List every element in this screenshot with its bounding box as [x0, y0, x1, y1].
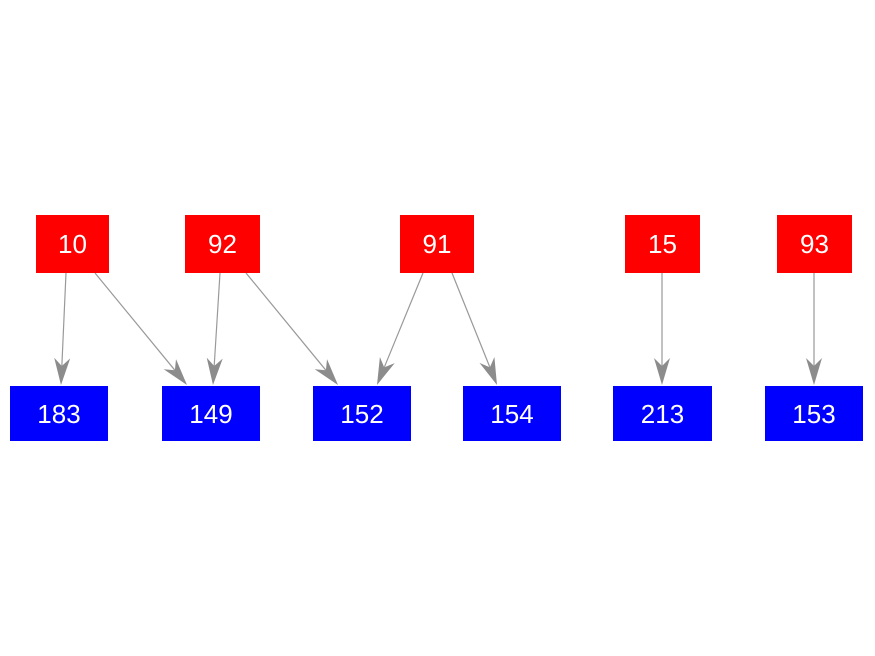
graph-node-213: 213 — [613, 386, 712, 441]
node-label: 10 — [58, 229, 87, 259]
node-label: 93 — [800, 229, 829, 259]
graph-node-153: 153 — [765, 386, 863, 441]
node-label: 92 — [208, 229, 237, 259]
arrowhead-icon — [806, 358, 822, 385]
arrowhead-icon — [479, 357, 497, 385]
graph-node-93: 93 — [777, 215, 852, 273]
node-label: 183 — [37, 398, 81, 429]
edge-line-92-149 — [213, 272, 221, 367]
arrowhead-icon — [163, 359, 187, 385]
edge-line-10-149 — [94, 272, 176, 371]
arrowhead-icon — [654, 358, 670, 385]
graph-node-149: 149 — [162, 386, 260, 441]
edge-line-10-183 — [61, 272, 67, 367]
node-label: 152 — [340, 398, 384, 429]
graph-node-152: 152 — [313, 386, 411, 441]
graph-node-92: 92 — [185, 215, 260, 273]
graph-node-91: 91 — [400, 215, 474, 273]
edge-line-92-152 — [245, 272, 327, 371]
graph-node-10: 10 — [36, 215, 109, 273]
graph-node-183: 183 — [10, 386, 108, 441]
node-label: 213 — [640, 398, 685, 429]
arrowhead-icon — [206, 357, 223, 385]
graph-node-154: 154 — [463, 386, 561, 441]
node-label: 153 — [792, 398, 836, 429]
node-label: 91 — [422, 229, 452, 259]
arrowhead-icon — [377, 357, 395, 385]
node-label: 149 — [189, 398, 233, 429]
graph-node-15: 15 — [625, 215, 700, 273]
arrowhead-icon — [54, 357, 71, 385]
edge-line-91-154 — [451, 272, 491, 368]
node-label: 154 — [490, 398, 534, 429]
edge-line-91-152 — [383, 272, 424, 368]
node-label: 15 — [648, 229, 677, 259]
arrowhead-icon — [314, 359, 338, 385]
